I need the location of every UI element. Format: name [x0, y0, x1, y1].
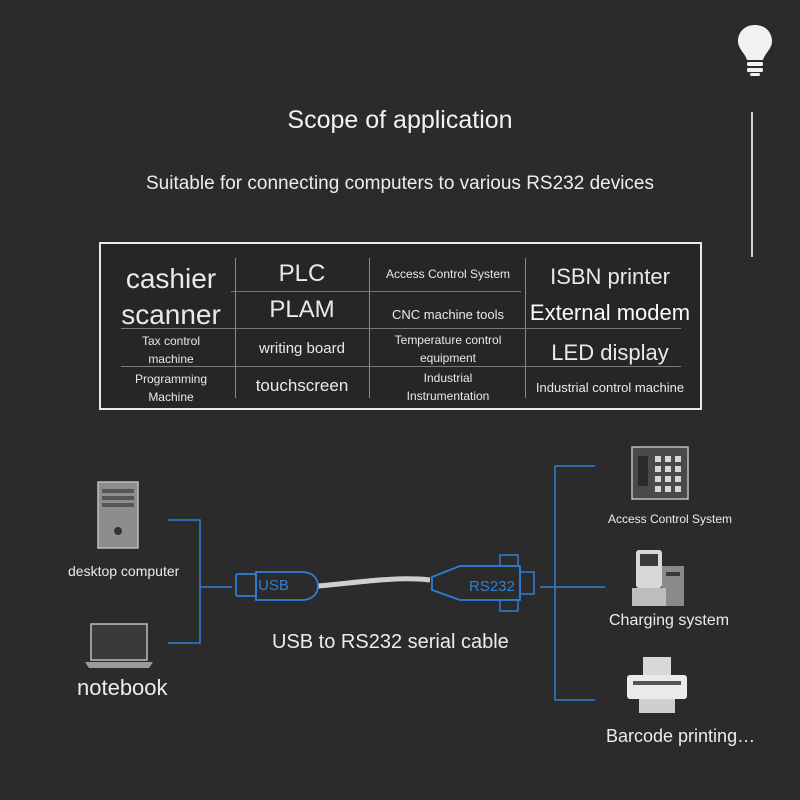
table-cell: Industrial control machine: [535, 379, 685, 395]
table-cell: Access Control System: [385, 267, 511, 282]
printer-icon: [625, 655, 689, 715]
table-cell: writing board: [259, 340, 345, 358]
barcode-printing-label: Barcode printing…: [606, 726, 756, 746]
desktop-tower-icon: [97, 481, 139, 549]
cable-wire: [317, 576, 431, 589]
usb-label: USB: [258, 577, 289, 594]
connector-line: [168, 519, 201, 644]
page-subtitle: Suitable for connecting computers to var…: [146, 173, 654, 194]
usb-connector: [235, 573, 257, 597]
table-cell: machine: [148, 352, 194, 367]
table-cell: CNC machine tools: [392, 306, 504, 322]
table-cell: touchscreen: [255, 376, 349, 396]
table-cell: Temperature control: [394, 333, 502, 348]
table-cell: Tax control: [141, 334, 201, 349]
table-cell: External modem: [529, 300, 691, 326]
desktop-computer-label: desktop computer: [68, 563, 180, 579]
decorative-vertical-line: [751, 112, 753, 257]
keypad-icon: [631, 446, 689, 500]
charging-system-label: Charging system: [609, 612, 730, 629]
rs232-connector: [431, 565, 521, 601]
row-divider: [121, 328, 681, 329]
table-cell: Programming: [134, 372, 208, 387]
table-cell: Machine: [148, 390, 194, 405]
notebook-label: notebook: [77, 675, 168, 700]
cable-caption: USB to RS232 serial cable: [272, 631, 509, 653]
access-control-label: Access Control System: [608, 512, 733, 526]
table-cell: Instrumentation: [406, 389, 490, 404]
table-cell: LED display: [551, 340, 669, 366]
rs232-label: RS232: [469, 578, 515, 595]
table-cell: cashier: [125, 262, 217, 294]
connector-line: [554, 465, 595, 701]
pos-terminal-icon: [630, 546, 690, 608]
table-cell: Industrial: [423, 371, 473, 386]
page-title: Scope of application: [287, 106, 513, 134]
row-divider: [231, 291, 521, 292]
row-divider: [121, 366, 681, 367]
laptop-icon: [83, 622, 155, 670]
devices-table: cashier scanner Tax control machine Prog…: [99, 242, 702, 410]
table-cell: PLC: [278, 260, 326, 288]
lightbulb-icon: [735, 22, 775, 78]
table-cell: ISBN printer: [550, 264, 670, 290]
table-cell: PLAM: [269, 296, 335, 324]
table-cell: equipment: [419, 351, 477, 366]
table-cell: scanner: [121, 298, 221, 330]
